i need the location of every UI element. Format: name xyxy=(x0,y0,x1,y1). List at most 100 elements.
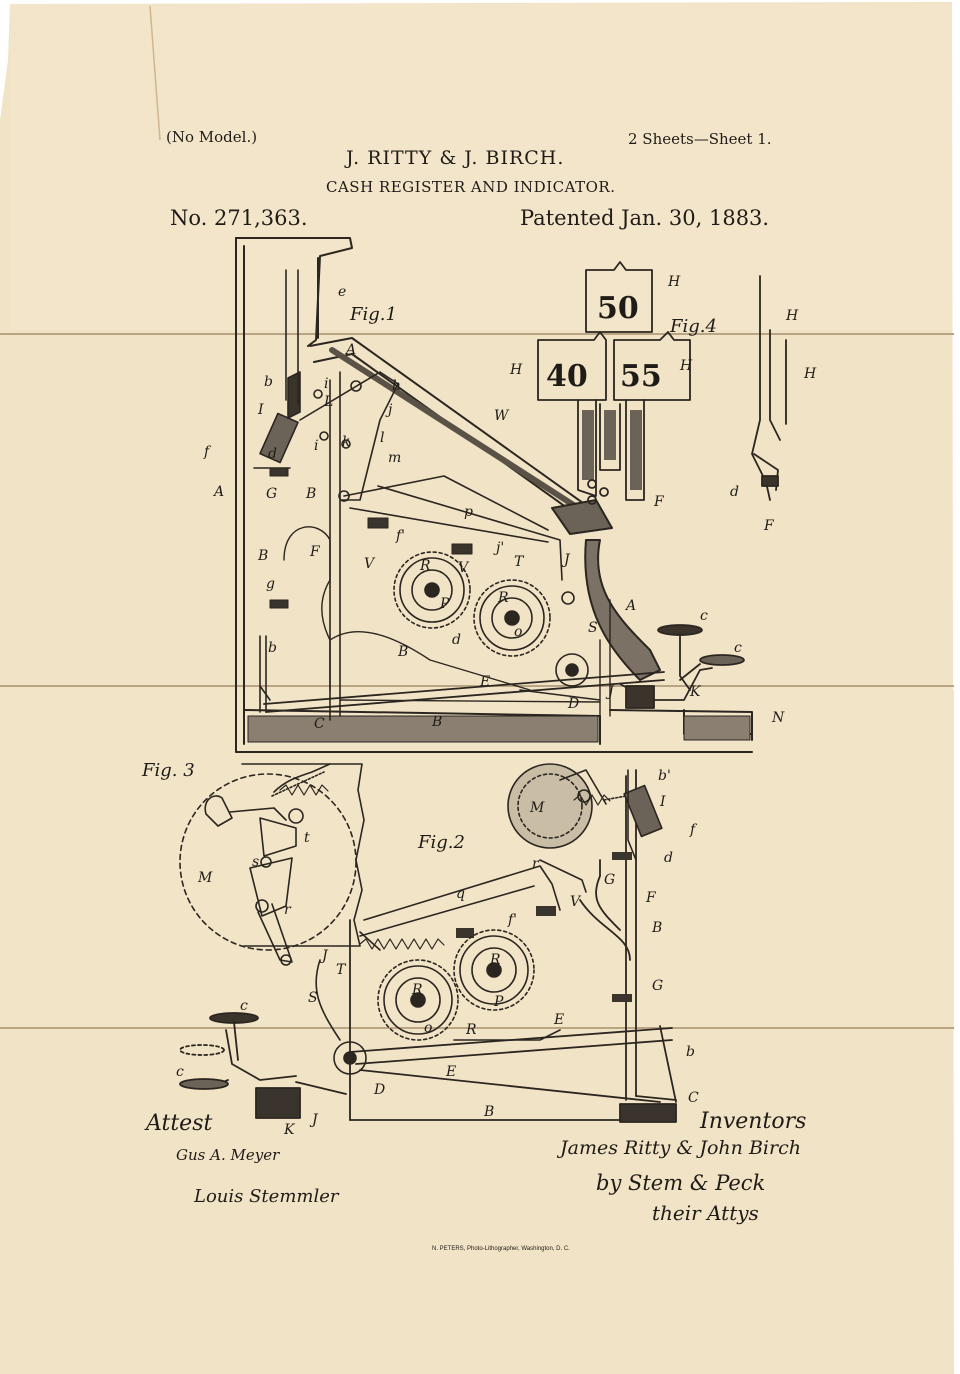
ref-letter: R xyxy=(465,1022,477,1038)
ref-letter: S xyxy=(308,990,318,1006)
ref-letter: H xyxy=(667,274,681,290)
ref-letter: j' xyxy=(493,540,504,556)
ref-letter: B xyxy=(257,548,268,564)
ref-letter: C xyxy=(314,716,325,732)
fig1-frame-outline xyxy=(283,526,611,717)
fig1-blocks xyxy=(269,467,473,609)
fig3-label: Fig. 3 xyxy=(141,760,195,781)
witness-signature-2: Louis Stemmler xyxy=(193,1186,340,1207)
ref-letter: A xyxy=(344,342,356,358)
ref-letter: p xyxy=(464,504,473,520)
ref-letter: V xyxy=(458,560,470,576)
ref-letter: P xyxy=(439,596,450,612)
ref-letter: c xyxy=(734,640,742,656)
ref-letter: B xyxy=(397,644,408,660)
ref-letter: G xyxy=(604,872,615,888)
ref-letter: J xyxy=(561,552,571,568)
fig3-bell-mechanism xyxy=(179,763,365,966)
ref-letter: R xyxy=(419,558,431,574)
ref-letter: f xyxy=(689,822,698,838)
ref-letter: H xyxy=(679,358,693,374)
ref-letter: k xyxy=(342,434,350,450)
ref-letter: A xyxy=(212,484,224,500)
ref-letter: c xyxy=(240,998,248,1014)
ref-letter: N xyxy=(771,710,785,726)
patent-number: No. 271,363. xyxy=(170,206,308,230)
fig2-springs xyxy=(279,784,611,950)
ref-letter: o xyxy=(424,1020,432,1036)
ref-letter: B xyxy=(431,714,442,730)
ref-letter: G xyxy=(652,978,663,994)
ref-letter: H xyxy=(509,362,523,378)
no-model-label: (No Model.) xyxy=(166,128,257,146)
tab-number-40: 40 xyxy=(546,359,588,394)
fig4-label: Fig.4 xyxy=(669,316,717,337)
ref-letter: c xyxy=(700,608,708,624)
lithographer-imprint: N. PETERS, Photo-Lithographer, Washingto… xyxy=(432,1246,570,1252)
ref-letter: I xyxy=(659,794,666,810)
ref-letter: F xyxy=(645,890,657,906)
ref-letter: T xyxy=(336,962,347,978)
ref-letter: E xyxy=(479,674,490,690)
ref-letter: f' xyxy=(395,528,405,544)
inventors-names-title: J. RITTY & J. BIRCH. xyxy=(344,147,564,169)
inventors-label: Inventors xyxy=(699,1109,806,1134)
ref-letter: W xyxy=(494,408,510,424)
ref-letter: D xyxy=(373,1082,385,1098)
fig4-indicator-tabs xyxy=(537,261,691,505)
patent-date: Patented Jan. 30, 1883. xyxy=(520,206,769,230)
ref-letter: F xyxy=(653,494,665,510)
ref-letter: c xyxy=(176,1064,184,1080)
ref-letter: R xyxy=(411,982,423,998)
ref-letter: g xyxy=(266,576,275,592)
ref-letter: q xyxy=(456,886,465,902)
ref-letter: L xyxy=(323,394,333,410)
ref-letter: V xyxy=(570,894,582,910)
ref-letter: J xyxy=(309,1112,319,1128)
fig2-label: Fig.2 xyxy=(417,832,465,853)
tab-number-55: 55 xyxy=(620,359,662,394)
ref-letter: M xyxy=(529,800,545,816)
ref-letter: J xyxy=(319,948,329,964)
ref-letter: m xyxy=(388,450,401,466)
ref-letter: s xyxy=(252,854,259,870)
ref-letter: i xyxy=(324,376,328,392)
ref-letter: r xyxy=(284,902,292,918)
ref-letter: I xyxy=(257,402,264,418)
ref-letter: e xyxy=(338,284,346,300)
ref-letter: b' xyxy=(658,768,671,784)
fig2-frame xyxy=(349,769,677,1123)
ref-letter: T xyxy=(514,554,525,570)
ref-letter: r xyxy=(532,856,540,872)
ref-letter: P xyxy=(493,994,504,1010)
fig1-key-stems xyxy=(657,624,745,691)
ref-letter: J xyxy=(605,684,615,700)
attest-label: Attest xyxy=(144,1111,212,1136)
ref-letter: E xyxy=(553,1012,564,1028)
ref-letter: B xyxy=(651,920,662,936)
ref-letter: d xyxy=(268,446,277,462)
sheets-label: 2 Sheets—Sheet 1. xyxy=(628,130,772,148)
inventors-signature: James Ritty & John Birch xyxy=(556,1137,801,1159)
ref-letter: h xyxy=(392,378,401,394)
ref-letter: F xyxy=(309,544,321,560)
ref-letter: B xyxy=(483,1104,494,1120)
fig2-gears xyxy=(315,929,561,1075)
ref-letter: A xyxy=(624,598,636,614)
ref-letter: l xyxy=(380,430,384,446)
fig1-cabinet xyxy=(235,237,753,753)
ref-letter: B xyxy=(305,486,316,502)
ref-letter: F xyxy=(763,518,775,534)
fig1-gears xyxy=(393,551,589,687)
fig1-label: Fig.1 xyxy=(349,304,397,325)
ref-letter: b xyxy=(686,1044,695,1060)
ref-letter: f' xyxy=(507,912,517,928)
ref-letter: d xyxy=(664,850,673,866)
fig1-keyboard-plate xyxy=(309,337,661,681)
ref-letter: j xyxy=(385,402,393,418)
fig1-lever-E xyxy=(263,667,713,713)
ref-letter: R xyxy=(489,952,501,968)
ref-letter: d xyxy=(730,484,739,500)
fig2-key-levers xyxy=(359,769,663,1002)
